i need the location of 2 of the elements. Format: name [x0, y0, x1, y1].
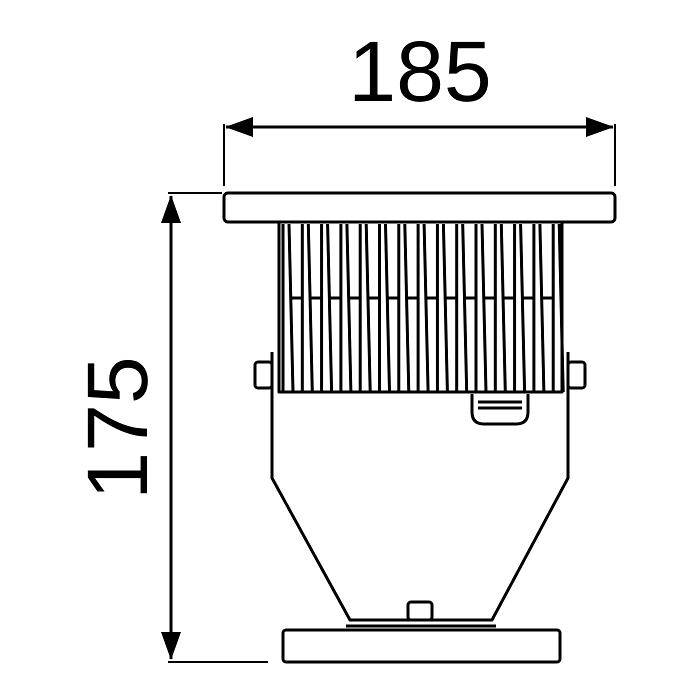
- dimension-value: 185: [348, 29, 492, 115]
- dimension-value: 175: [75, 356, 161, 500]
